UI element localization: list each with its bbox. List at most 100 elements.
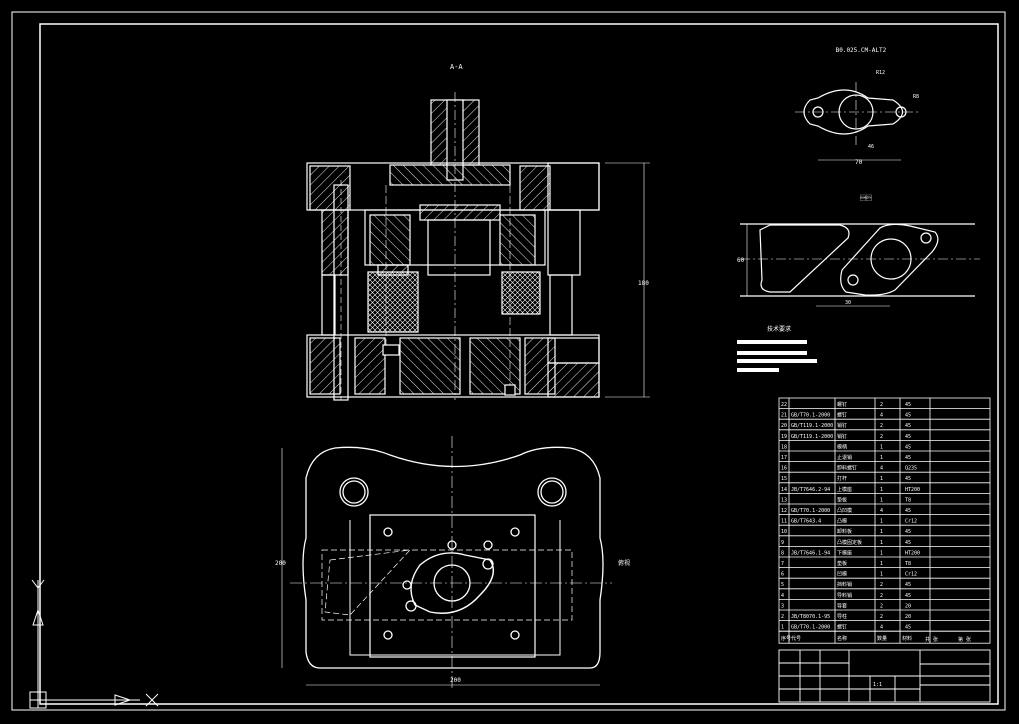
bom-cell: 1 bbox=[781, 625, 784, 631]
ucs-icon bbox=[29, 579, 159, 709]
bom-cell: 1 bbox=[880, 540, 883, 546]
bom-header-cell: 代号 bbox=[791, 635, 801, 642]
bom-cell: 19 bbox=[781, 434, 787, 440]
inner-border bbox=[39, 23, 999, 705]
bom-cell: 导料销 bbox=[837, 592, 852, 599]
section-label: A-A bbox=[450, 63, 463, 71]
bom-cell: 1 bbox=[880, 529, 883, 535]
bom-cell: GB/T119.1-2000 bbox=[791, 423, 833, 429]
bom-cell: 凹模 bbox=[837, 571, 847, 578]
bom-header bbox=[778, 630, 991, 644]
bom-cell: 16 bbox=[781, 466, 787, 472]
layout-dim-60: 60 bbox=[737, 257, 745, 264]
bom-header-cell: 材料 bbox=[902, 635, 912, 642]
part-dim-r12: R12 bbox=[876, 70, 885, 76]
bom-cell: 20 bbox=[905, 603, 911, 609]
bom-cell: 凸模固定板 bbox=[837, 539, 862, 546]
title-block[interactable]: 1:1 共 张 第 张 bbox=[778, 636, 991, 703]
bom-cell: 18 bbox=[781, 444, 787, 450]
bom-cell: 挡料销 bbox=[837, 581, 852, 588]
layout-label:  bbox=[860, 194, 872, 202]
bom-cell: 1 bbox=[880, 519, 883, 525]
bom-cell: 5 bbox=[781, 582, 784, 588]
bom-cell: 4 bbox=[781, 593, 784, 599]
bom-header-cell: 名称 bbox=[837, 635, 847, 642]
bom-cell: 1 bbox=[880, 444, 883, 450]
bom-cell: 2 bbox=[880, 593, 883, 599]
bom-cell: 上模座 bbox=[837, 486, 852, 493]
bom-cell: 4 bbox=[880, 625, 883, 631]
bom-cell: 1 bbox=[880, 476, 883, 482]
section-view[interactable]: A-A bbox=[306, 63, 650, 401]
bom-cell: 销钉 bbox=[837, 422, 847, 429]
bom-cell: 8 bbox=[781, 550, 784, 556]
bom-cell: 15 bbox=[781, 476, 787, 482]
bom-cell: 10 bbox=[781, 529, 787, 535]
bom-cell: 螺钉 bbox=[837, 624, 847, 631]
bom-cell: 12 bbox=[781, 508, 787, 514]
bom-cell: 21 bbox=[781, 413, 787, 419]
bom-cell: Cr12 bbox=[905, 519, 917, 525]
bom-cell: 6 bbox=[781, 572, 784, 578]
bom-cell: HT200 bbox=[905, 487, 920, 493]
part-dim-46: 46 bbox=[868, 144, 874, 150]
bom-cell: 13 bbox=[781, 497, 787, 503]
bom-cell: 45 bbox=[905, 444, 911, 450]
bom-cell: 4 bbox=[880, 466, 883, 472]
bom-cell: 模柄 bbox=[837, 443, 847, 450]
bom-cell: JB/T8070.1-95 bbox=[791, 614, 830, 620]
bom-cell: 22 bbox=[781, 402, 787, 408]
bom-cell: 45 bbox=[905, 434, 911, 440]
bom-cell: 2 bbox=[781, 614, 784, 620]
bom-cell: 螺钉 bbox=[837, 412, 847, 419]
layout-dim-30: 30 bbox=[845, 300, 851, 306]
plan-side-note: 俯视 bbox=[618, 559, 630, 567]
bom-cell: 2 bbox=[880, 434, 883, 440]
bom-cell: 45 bbox=[905, 508, 911, 514]
bom-cell: 2 bbox=[880, 614, 883, 620]
bom-cell: 卸料螺钉 bbox=[837, 465, 857, 472]
strip-layout[interactable]:  60 30 bbox=[737, 194, 980, 307]
bom-cell: 9 bbox=[781, 540, 784, 546]
bom-cell: 1 bbox=[880, 572, 883, 578]
bom-cell: 4 bbox=[880, 413, 883, 419]
bom-header-cell: 数量 bbox=[877, 635, 887, 642]
tech-notes: 技术要求 bbox=[737, 325, 817, 372]
plan-height-dimension: 200 bbox=[275, 560, 286, 567]
bom-cell: T8 bbox=[905, 561, 911, 567]
bom-cell: 螺钉 bbox=[837, 401, 847, 408]
part-drawing[interactable]: B0.025.CM-ALT2 70 R12 R8 46 bbox=[795, 47, 920, 166]
bom-cell: 45 bbox=[905, 529, 911, 535]
bom-cell: 销钉 bbox=[837, 433, 847, 440]
bom-cell: Q235 bbox=[905, 466, 917, 472]
bom-cell: 20 bbox=[781, 423, 787, 429]
bom-cell: 导柱 bbox=[837, 613, 847, 620]
bom-cell: GB/T70.1-2000 bbox=[791, 625, 830, 631]
bom-cell: JB/T7646.1-94 bbox=[791, 550, 830, 556]
tech-title: 技术要求 bbox=[767, 325, 791, 333]
bom-cell: 凸凹模 bbox=[837, 507, 852, 514]
bom-cell: 45 bbox=[905, 476, 911, 482]
bom-cell: GB/T70.1-2000 bbox=[791, 508, 830, 514]
bom-cell: 2 bbox=[880, 402, 883, 408]
bom-cell: 7 bbox=[781, 561, 784, 567]
bom-cell: GB/T70.1-2000 bbox=[791, 413, 830, 419]
plan-width-dimension: 200 bbox=[450, 677, 461, 684]
height-dimension: 180 bbox=[638, 280, 649, 287]
bom-cell: 1 bbox=[880, 497, 883, 503]
bom-cell: 3 bbox=[781, 603, 784, 609]
bom-cell: 11 bbox=[781, 519, 787, 525]
title-sheet2: 第 张 bbox=[958, 636, 971, 643]
plan-view[interactable]: 200 200 俯视 bbox=[275, 436, 630, 690]
bom-cell: 45 bbox=[905, 413, 911, 419]
bom-cell: 45 bbox=[905, 540, 911, 546]
bom-cell: 45 bbox=[905, 423, 911, 429]
bom-cell: GB/T7643.4 bbox=[791, 519, 821, 525]
bom-cell: 1 bbox=[880, 455, 883, 461]
bom-cell: 45 bbox=[905, 402, 911, 408]
bom-cell: 17 bbox=[781, 455, 787, 461]
bom-cell: HT200 bbox=[905, 550, 920, 556]
